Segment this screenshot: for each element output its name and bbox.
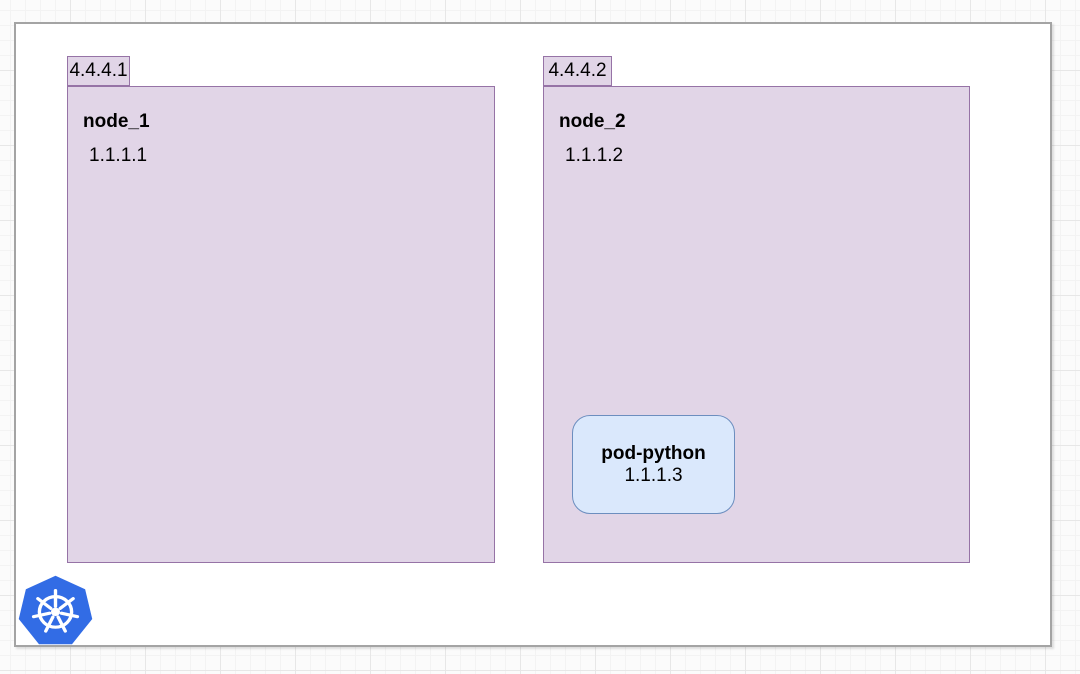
kubernetes-helm-glyph: [18, 575, 93, 645]
node-1[interactable]: node_1 1.1.1.1: [67, 86, 495, 563]
node-1-ip: 1.1.1.1: [89, 145, 148, 166]
node-1-tab[interactable]: 4.4.4.1: [67, 56, 130, 86]
pod-title: pod-python: [601, 442, 706, 464]
node-2-ip: 1.1.1.2: [565, 145, 624, 166]
node-1-title: node_1: [83, 111, 150, 132]
node-2-tab[interactable]: 4.4.4.2: [543, 56, 612, 86]
node-2-tab-label: 4.4.4.2: [548, 60, 607, 81]
node-2-title: node_2: [559, 111, 626, 132]
kubernetes-icon[interactable]: [18, 575, 93, 646]
pod-python[interactable]: pod-python 1.1.1.3: [572, 415, 735, 514]
node-1-tab-label: 4.4.4.1: [69, 60, 128, 81]
pod-ip: 1.1.1.3: [624, 464, 683, 486]
